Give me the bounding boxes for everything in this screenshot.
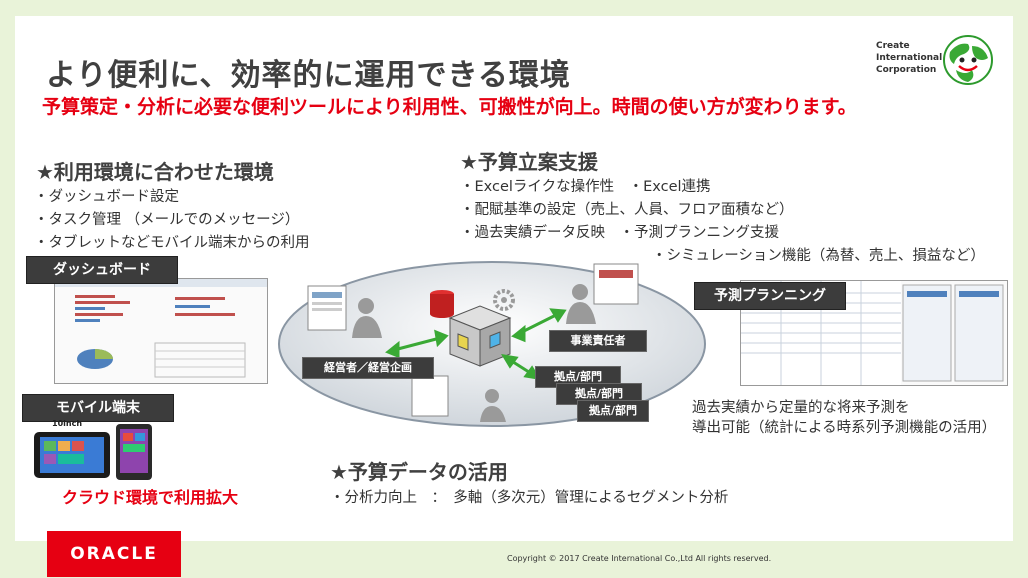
mobile-label: モバイル端末 [22,394,174,422]
company-line-3: Corporation [876,65,937,75]
usage-item-1: ・分析力向上 ： 多軸（多次元）管理によるセグメント分析 [330,490,729,506]
oracle-logo: ORACLE [47,531,181,577]
company-logo-text: Create International Corporation [876,40,942,76]
exec-label: 経営者／経営企画 [302,357,434,379]
usage-heading: ★予算データの活用 [330,460,508,484]
tablet-devices-icon [34,424,152,480]
forecast-label: 予測プランニング [694,282,846,310]
cloud-text: クラウド環境で利用拡大 [62,488,239,507]
env-heading: ★利用環境に合わせた環境 [36,160,274,184]
dashboard-screenshot [54,278,268,384]
budget-item-4: ・シミュレーション機能（為替、売上、損益など） [652,248,985,264]
company-line-1: Create [876,41,910,51]
globe-logo-icon [943,35,993,85]
budget-heading: ★予算立案支援 [460,150,598,174]
copyright-text: Copyright © 2017 Create International Co… [507,554,772,563]
budget-item-3: ・過去実績データ反映 ・予測プランニング支援 [460,225,779,241]
env-item-1: ・ダッシュボード設定 [34,189,179,205]
tablet-size-text: 10inch [52,419,83,428]
env-item-3: ・タブレットなどモバイル端末からの利用 [34,235,310,251]
budget-item-2: ・配賦基準の設定（売上、人員、フロア面積など） [460,202,794,218]
forecast-desc-1: 過去実績から定量的な将来予測を [692,400,910,416]
business-label: 事業責任者 [549,330,647,352]
budget-item-1: ・Excelライクな操作性 ・Excel連携 [460,179,711,195]
dashboard-label: ダッシュボード [26,256,178,284]
branch-label-3: 拠点/部門 [577,400,649,422]
page-subtitle: 予算策定・分析に必要な便利ツールにより利用性、可搬性が向上。時間の使い方が変わり… [42,96,857,118]
company-line-2: International [876,53,943,63]
env-item-2: ・タスク管理 （メールでのメッセージ） [34,212,300,228]
forecast-desc-2: 導出可能（統計による時系列予測機能の活用） [692,420,997,436]
dashboard-chart-icon [55,279,267,378]
page-title: より便利に、効率的に運用できる環境 [46,58,571,93]
